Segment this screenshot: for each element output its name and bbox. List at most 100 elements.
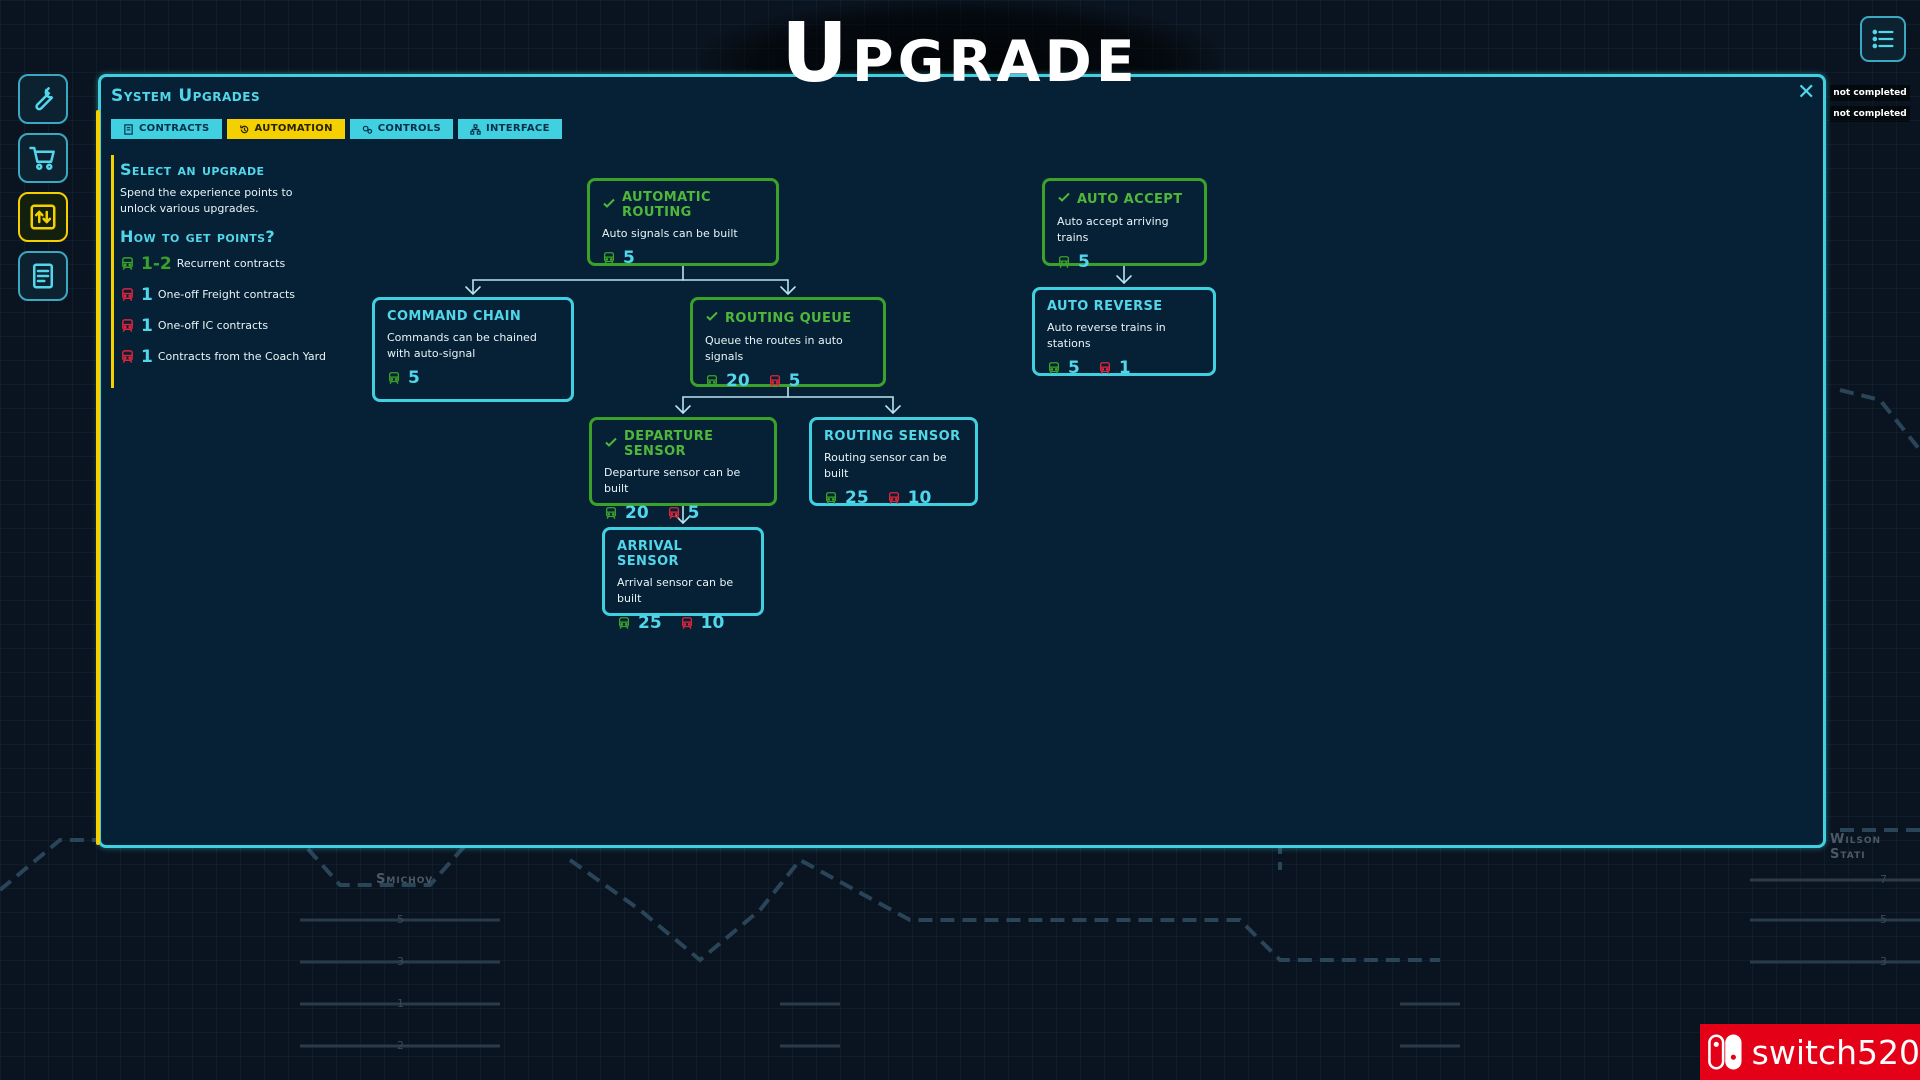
node-description: Auto reverse trains in stations [1047, 321, 1166, 350]
cost-value: 5 [1078, 252, 1090, 272]
node-cost: 5 1 [1047, 358, 1201, 378]
upgrade-node-auto-reverse[interactable]: Auto Reverse Auto reverse trains in stat… [1032, 287, 1216, 378]
points-row: 1 Contracts from the Coach Yard [120, 341, 340, 372]
upgrade-button[interactable] [18, 192, 68, 242]
green-train-icon [605, 507, 617, 520]
watermark-text: switch520 [1751, 1032, 1920, 1072]
upgrade-node-arrival-sensor[interactable]: Arrival Sensor Arrival sensor can be bui… [602, 527, 764, 633]
close-button[interactable]: ✕ [1797, 80, 1816, 105]
tab-controls[interactable]: Controls [349, 119, 453, 139]
node-cost: 5 [387, 368, 559, 388]
node-description: Arrival sensor can be built [617, 576, 734, 605]
points-row: 1-2 Recurrent contracts [120, 248, 340, 279]
info-column: Select an upgrade Spend the experience p… [120, 160, 340, 372]
node-description: Departure sensor can be built [604, 466, 741, 495]
points-value: 1 [141, 346, 153, 367]
upgrade-node-automatic-routing[interactable]: Automatic Routing Auto signals can be bu… [587, 178, 779, 268]
green-train-icon [618, 617, 630, 630]
tab-label: Automation [254, 123, 333, 134]
objective-status: not completed [1830, 106, 1910, 122]
red-train-icon [1099, 362, 1110, 375]
upgrade-node-routing-sensor[interactable]: Routing Sensor Routing sensor can be bui… [809, 417, 978, 508]
points-value: 1 [141, 284, 153, 305]
green-train-icon [1058, 256, 1070, 269]
check-icon [705, 309, 719, 327]
cost-value: 25 [845, 488, 869, 508]
cost-value: 20 [625, 503, 649, 523]
tab-label: Controls [377, 123, 441, 134]
node-cost: 25 10 [617, 613, 749, 633]
upgrade-icon [30, 204, 56, 230]
points-label: Contracts from the Coach Yard [157, 350, 326, 363]
logbook-button[interactable] [18, 251, 68, 301]
green-train-icon [603, 252, 615, 265]
red-train-icon [681, 617, 692, 630]
shop-button[interactable] [18, 133, 68, 183]
cost-value: 10 [907, 488, 932, 508]
node-description: Routing sensor can be built [824, 451, 947, 480]
cost-value: 20 [726, 371, 750, 391]
contract-icon [124, 123, 133, 135]
node-title: Routing Sensor [824, 429, 961, 444]
tab-automation[interactable]: Automation [226, 119, 345, 139]
watermark: switch520 [1700, 1024, 1920, 1080]
cost-value: 5 [408, 368, 420, 388]
cost-value: 5 [1068, 358, 1080, 378]
check-icon [604, 435, 618, 453]
wrench-button[interactable] [18, 74, 68, 124]
upgrade-node-routing-queue[interactable]: Routing Queue Queue the routes in auto s… [690, 297, 886, 391]
points-value: 1-2 [141, 253, 172, 274]
node-title: Routing Queue [725, 310, 852, 326]
map-track-number: 7 [1880, 873, 1887, 886]
green-train-icon [825, 492, 837, 505]
red-train-icon [888, 492, 899, 505]
points-label: Recurrent contracts [176, 257, 286, 270]
map-track-number: 3 [397, 955, 404, 968]
interface-icon [470, 123, 481, 135]
tab-contracts[interactable]: Contracts [111, 119, 222, 139]
map-track-number: 1 [397, 997, 404, 1010]
node-description: Commands can be chained with auto-signal [387, 331, 537, 360]
red-train-icon [122, 350, 133, 363]
tab-label: Contracts [139, 123, 210, 134]
node-title: Auto Accept [1077, 191, 1183, 207]
tab-label: Interface [485, 123, 550, 134]
cart-icon [29, 146, 55, 170]
node-description: Auto accept arriving trains [1057, 215, 1169, 244]
node-cost: 20 5 [604, 503, 762, 523]
green-train-icon [122, 257, 133, 270]
points-row: 1 One-off IC contracts [120, 310, 340, 341]
node-description: Auto signals can be built [602, 227, 738, 240]
tab-bar: Contracts Automation Controls Interface [111, 119, 562, 139]
red-train-icon [122, 319, 133, 332]
objective-status: not completed [1830, 85, 1910, 101]
map-track-number: 2 [397, 1039, 404, 1052]
upgrade-node-command-chain[interactable]: Command Chain Commands can be chained wi… [372, 297, 574, 402]
node-title: Auto Reverse [1047, 299, 1163, 314]
node-title: Automatic Routing [622, 190, 711, 220]
red-train-icon [122, 288, 133, 301]
cost-value: 5 [687, 503, 700, 523]
green-train-icon [706, 375, 718, 388]
node-description: Queue the routes in auto signals [705, 334, 843, 363]
switch-logo-icon [1708, 1034, 1742, 1070]
node-title: Command Chain [387, 309, 522, 324]
map-station-label: Wilson Stati [1830, 832, 1882, 862]
upgrade-node-auto-accept[interactable]: Auto Accept Auto accept arriving trains … [1042, 178, 1207, 272]
points-row: 1 One-off Freight contracts [120, 279, 340, 310]
cost-value: 25 [638, 613, 662, 633]
points-heading: How to get points? [120, 227, 276, 246]
menu-button[interactable] [1860, 16, 1906, 62]
panel-title: System Upgrades [111, 86, 261, 106]
tab-interface[interactable]: Interface [457, 119, 562, 139]
red-train-icon [769, 375, 780, 388]
controls-icon [362, 125, 372, 134]
points-value: 1 [141, 315, 153, 336]
points-list: 1-2 Recurrent contracts 1 One-off Freigh… [120, 248, 340, 372]
red-train-icon [668, 507, 679, 520]
cost-value: 1 [1118, 358, 1131, 378]
upgrade-node-departure-sensor[interactable]: Departure Sensor Departure sensor can be… [589, 417, 777, 523]
node-cost: 5 [1057, 252, 1192, 272]
wrench-icon [35, 87, 54, 111]
